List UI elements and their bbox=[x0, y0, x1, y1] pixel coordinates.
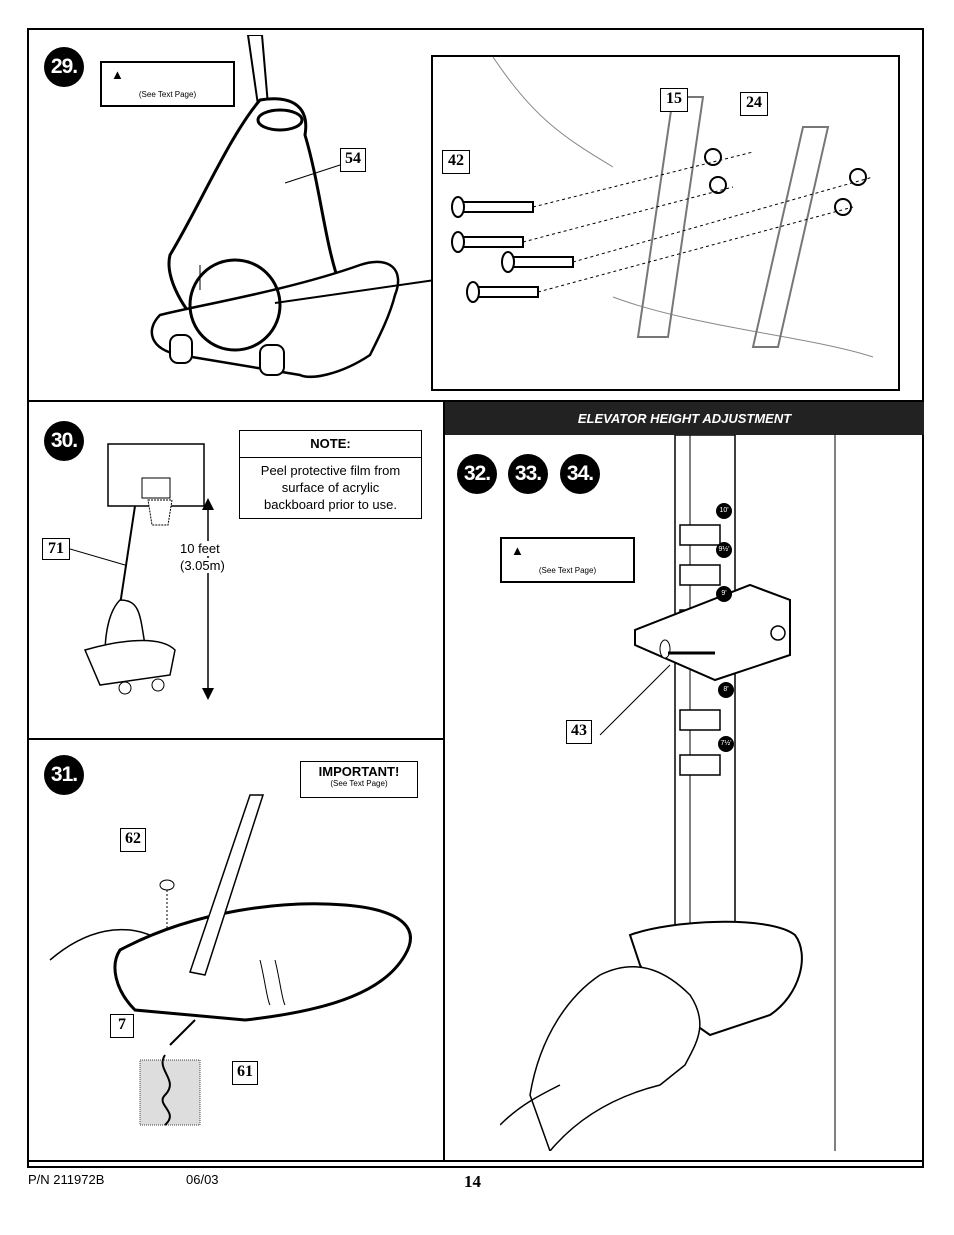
base-fill-illustration-31 bbox=[49, 794, 412, 1126]
pole-mark-10ft: 10' bbox=[716, 503, 732, 519]
note-title: NOTE: bbox=[240, 431, 421, 458]
hoop-illustration-30 bbox=[83, 443, 205, 695]
step-32-number: 32. bbox=[457, 454, 497, 494]
divider-top bbox=[27, 400, 924, 402]
hardware-detail-29 bbox=[451, 57, 874, 358]
callout-24: 24 bbox=[740, 92, 768, 116]
callout-61: 61 bbox=[232, 1061, 258, 1085]
warning-icon: ▲ bbox=[511, 543, 524, 558]
callout-7: 7 bbox=[110, 1014, 134, 1038]
page-frame bbox=[27, 28, 924, 1168]
pole-mark-7-5ft: 7½' bbox=[718, 736, 734, 752]
step-30-number: 30. bbox=[44, 421, 84, 461]
step-33-number: 33. bbox=[508, 454, 548, 494]
warning-box-34: ▲ (See Text Page) bbox=[500, 537, 635, 583]
part-number: P/N 211972B bbox=[28, 1172, 105, 1187]
height-arrow bbox=[202, 498, 214, 700]
callout-71: 71 bbox=[42, 538, 70, 560]
step-34-number: 34. bbox=[560, 454, 600, 494]
height-label-meters: (3.05m) bbox=[180, 558, 225, 573]
important-note: (See Text Page) bbox=[330, 779, 388, 788]
height-label-feet: 10 feet bbox=[180, 541, 220, 556]
warning-note: (See Text Page) bbox=[538, 566, 597, 575]
warning-box-29: ▲ (See Text Page) bbox=[100, 61, 235, 107]
callout-62: 62 bbox=[120, 828, 146, 852]
pole-mark-9-5ft: 9½' bbox=[716, 542, 732, 558]
pole-mark-8ft: 8' bbox=[718, 682, 734, 698]
warning-note: (See Text Page) bbox=[138, 90, 197, 99]
callout-71-leader bbox=[70, 548, 126, 566]
warning-icon: ▲ bbox=[111, 67, 124, 82]
elevator-pole-illustration bbox=[500, 435, 836, 1151]
divider-vertical bbox=[443, 400, 445, 1162]
note-text: Peel protective film from surface of acr… bbox=[260, 463, 401, 512]
elevator-header-text: ELEVATOR HEIGHT ADJUSTMENT bbox=[577, 411, 792, 426]
base-illustration-29 bbox=[150, 35, 436, 379]
step-31-number: 31. bbox=[44, 755, 84, 795]
pole-mark-9ft: 9' bbox=[716, 586, 732, 602]
revision-date: 06/03 bbox=[186, 1172, 219, 1187]
note-box-30: NOTE: Peel protective film from surface … bbox=[239, 430, 422, 519]
important-box-31: IMPORTANT! (See Text Page) bbox=[300, 761, 418, 798]
page-number: 14 bbox=[464, 1172, 481, 1191]
callout-15: 15 bbox=[660, 88, 688, 112]
divider-bottom bbox=[27, 1160, 924, 1162]
divider-mid-left bbox=[27, 738, 445, 740]
callout-54: 54 bbox=[340, 148, 366, 172]
step-29-number: 29. bbox=[44, 47, 84, 87]
callout-42: 42 bbox=[442, 150, 470, 174]
important-title: IMPORTANT! bbox=[318, 764, 400, 779]
callout-43: 43 bbox=[566, 720, 592, 744]
elevator-header-bar: ELEVATOR HEIGHT ADJUSTMENT bbox=[445, 402, 924, 435]
